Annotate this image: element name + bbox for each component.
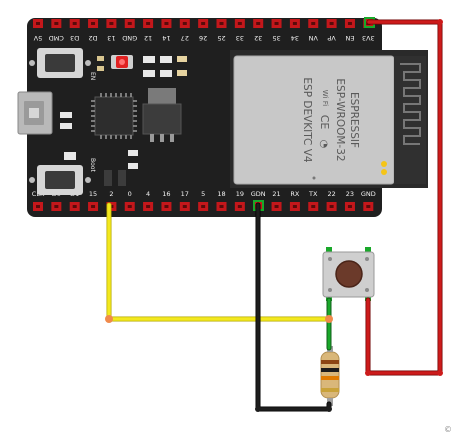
pin-label: 17 — [181, 190, 189, 198]
top-pin-en[interactable] — [344, 19, 355, 28]
pin-label: 4 — [146, 190, 150, 198]
pin-label: 13 — [107, 34, 115, 42]
top-pin-d2[interactable] — [88, 19, 99, 28]
top-pin-5v[interactable] — [33, 19, 43, 28]
pin-label: TX — [308, 190, 318, 198]
bottom-pin-d1[interactable] — [69, 202, 80, 211]
pin-label: 35 — [272, 34, 280, 42]
wifi-logo: Wi Fi — [321, 90, 329, 106]
pin-label: VN — [308, 34, 317, 42]
pin-label: 33 — [236, 34, 244, 42]
top-pin-d3[interactable] — [69, 19, 80, 28]
bottom-pin-16[interactable] — [161, 202, 172, 211]
boot-button[interactable] — [29, 165, 91, 195]
push-button[interactable] — [322, 247, 375, 301]
top-pin-gnd[interactable] — [124, 19, 135, 28]
pin-label: GND — [361, 190, 376, 198]
bottom-pin-4[interactable] — [143, 202, 154, 211]
top-pin-vn[interactable] — [308, 19, 319, 28]
en-button[interactable] — [29, 48, 91, 78]
pin-label: 26 — [199, 34, 207, 42]
pin-label: 5 — [201, 190, 205, 198]
pin-label: 18 — [217, 190, 225, 198]
top-pin-13[interactable] — [106, 19, 117, 28]
pin-label: 32 — [254, 34, 262, 42]
power-led — [111, 55, 133, 69]
top-pin-34[interactable] — [289, 19, 300, 28]
pin-label: GDN — [251, 190, 266, 198]
pin-label: 27 — [181, 34, 189, 42]
usb-uart-chip — [91, 93, 137, 139]
pin-label: VP — [327, 34, 335, 42]
pin-label: 16 — [162, 190, 170, 198]
pin-label: 3V3 — [362, 34, 375, 42]
module-pad-2 — [381, 169, 387, 175]
bottom-pin-d0[interactable] — [51, 202, 62, 211]
pin-label: 0 — [128, 190, 132, 198]
bottom-pin-0[interactable] — [124, 202, 135, 211]
pin-label: D3 — [70, 34, 79, 42]
module-model: ESP-WROOM-32 — [334, 78, 346, 161]
pin-label: GND — [122, 34, 137, 42]
pin-label: 22 — [327, 190, 335, 198]
esp-wroom-32-module: ESPRESSIF ESP-WROOM-32 Wi Fi CE ◔ ESP DE… — [230, 50, 428, 188]
smd-components — [60, 56, 187, 186]
bottom-pin-gnd[interactable] — [363, 202, 374, 211]
fcc-icon: ◔ — [318, 140, 329, 149]
pin-label: 34 — [291, 34, 299, 42]
push-button-cap[interactable] — [335, 260, 363, 288]
top-pin-35[interactable] — [271, 19, 282, 28]
pin-label: RX — [290, 190, 300, 198]
pin-label: 19 — [236, 190, 244, 198]
top-pin-labels: 5V CMD D3 D2 13 GND 12 14 27 26 25 33 32 35 34 VN VP EN 3V… — [33, 34, 374, 42]
pin-label: 12 — [144, 34, 152, 42]
top-pin-cmd[interactable] — [51, 19, 62, 28]
resistor — [320, 346, 340, 406]
bottom-pin-15[interactable] — [88, 202, 99, 211]
pin-label: 14 — [162, 34, 170, 42]
wire-gnd-to-resistor[interactable] — [255, 202, 332, 412]
top-pin-12[interactable] — [143, 19, 154, 28]
ce-mark: CE — [318, 115, 331, 130]
bottom-pin-rx[interactable] — [289, 202, 300, 211]
boot-label: Boot — [89, 158, 96, 172]
top-pin-14[interactable] — [161, 19, 172, 28]
pin-label: CMD — [49, 34, 64, 42]
top-pin-vp[interactable] — [326, 19, 337, 28]
top-pin-26[interactable] — [198, 19, 209, 28]
bottom-pin-21[interactable] — [271, 202, 282, 211]
pin-label: 21 — [272, 190, 280, 198]
pin-label: EN — [345, 34, 354, 42]
bottom-pin-18[interactable] — [216, 202, 227, 211]
bottom-pin-5[interactable] — [198, 202, 209, 211]
module-brand: ESPRESSIF — [348, 92, 360, 148]
bottom-pin-clk[interactable] — [33, 202, 43, 211]
wire-gpio2-to-button[interactable] — [106, 202, 332, 322]
top-pin-27[interactable] — [179, 19, 190, 28]
module-kit: ESP DEVKITC V4 — [301, 77, 313, 163]
wire-junctions — [105, 19, 443, 412]
pin-label: 15 — [89, 190, 97, 198]
bottom-pin-tx[interactable] — [308, 202, 319, 211]
antenna-trace — [400, 63, 421, 145]
top-pin-33[interactable] — [234, 19, 245, 28]
pin-label: 2 — [109, 190, 113, 198]
module-pad-1 — [381, 161, 387, 167]
pin-label: 5V — [33, 34, 42, 42]
pin-label: D2 — [88, 34, 97, 42]
top-pin-25[interactable] — [216, 19, 227, 28]
pin-label: 25 — [217, 34, 225, 42]
bottom-pin-22[interactable] — [326, 202, 337, 211]
bottom-pin-23[interactable] — [344, 202, 355, 211]
bottom-pin-19[interactable] — [234, 202, 245, 211]
top-pin-32[interactable] — [253, 19, 264, 28]
en-label: EN — [89, 72, 96, 80]
corner-mark: © — [444, 425, 452, 434]
voltage-regulator — [142, 88, 182, 142]
bottom-pin-17[interactable] — [179, 202, 190, 211]
usb-connector — [17, 91, 53, 135]
pin-label: 23 — [346, 190, 354, 198]
